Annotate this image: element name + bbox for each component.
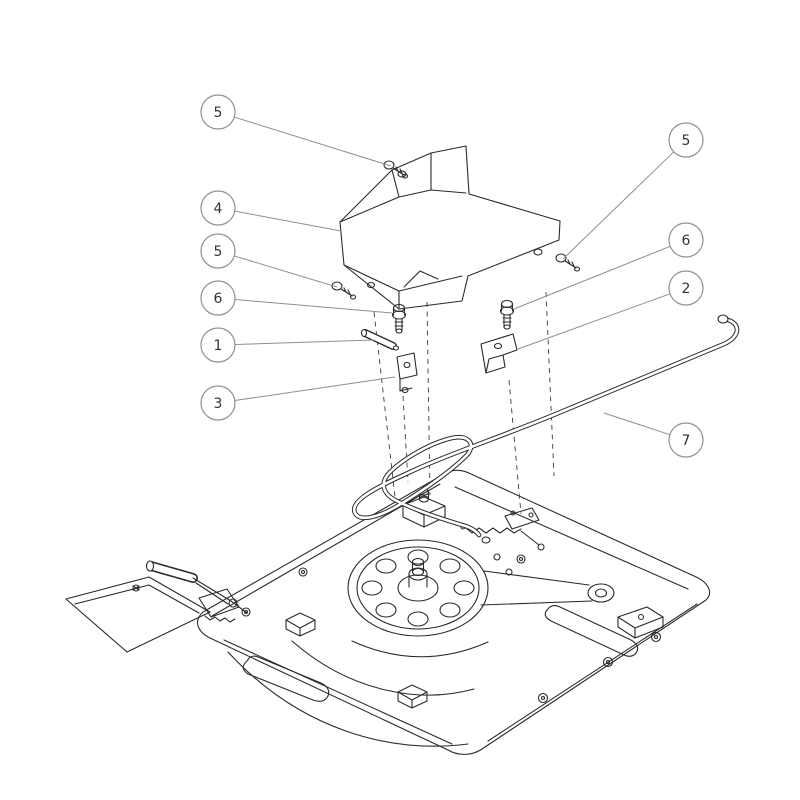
callout-number: 5: [214, 105, 223, 121]
callouts-layer: 5 5 4 6 5 2 6 1 3 7: [200, 94, 704, 458]
screw-part-5: [555, 253, 581, 272]
lever-spring: [204, 615, 236, 623]
callout-number: 1: [214, 338, 223, 354]
belt-and-idler: [480, 570, 615, 606]
alignment-dashed-lines: [373, 291, 555, 515]
callout-leader-2: [517, 293, 671, 350]
bolt-part-6: [499, 299, 515, 330]
deck-skirt-curve: [291, 640, 475, 696]
right-mount-block: [617, 606, 664, 639]
lever-arm: [192, 577, 248, 614]
screw-part-5: [383, 160, 409, 179]
deck-skirt-curve: [227, 651, 469, 747]
callout-circle: [668, 422, 704, 458]
callout-leader-5: [562, 151, 675, 260]
callout-balloon-5-0: 5: [200, 94, 236, 130]
bolt-part-6: [391, 303, 407, 334]
deck-clamp-plate: [504, 507, 540, 530]
callout-balloon-1-7: 1: [200, 327, 236, 363]
blade-curve: [351, 640, 489, 658]
pulley-hub: [397, 574, 439, 602]
idler-pulley: [587, 583, 615, 603]
callout-balloon-5-1: 5: [668, 122, 704, 158]
callout-balloon-2-5: 2: [668, 270, 704, 306]
callout-circle: [200, 233, 236, 269]
deck-flange-line: [211, 483, 441, 617]
callout-number: 4: [214, 201, 223, 217]
callout-circle: [668, 270, 704, 306]
callout-leader-4: [234, 210, 342, 232]
cover-hole: [533, 248, 543, 256]
deck-flange-line: [223, 639, 453, 745]
callout-circle: [668, 222, 704, 258]
callout-number: 5: [682, 133, 691, 149]
pivot-bracket: [198, 588, 240, 618]
main-pulley: [347, 539, 489, 637]
callout-circle: [200, 327, 236, 363]
callout-balloon-7-9: 7: [668, 422, 704, 458]
callout-circle: [200, 280, 236, 316]
callout-balloon-4-2: 4: [200, 190, 236, 226]
cover-hole: [366, 281, 376, 289]
callout-balloon-6-3: 6: [668, 222, 704, 258]
deck-flange-line: [454, 486, 689, 590]
pulley-hole: [407, 611, 429, 627]
callout-leader-3: [234, 376, 396, 402]
callout-leader-1: [234, 339, 375, 345]
callout-balloon-5-4: 5: [200, 233, 236, 269]
deck-outline: [197, 469, 711, 755]
callout-leader-5: [234, 255, 338, 288]
screw-part-5: [331, 281, 357, 300]
callout-circle: [200, 94, 236, 130]
callout-number: 6: [214, 291, 223, 307]
deck-box: [285, 612, 316, 637]
callout-number: 5: [214, 244, 223, 260]
deck-box: [397, 684, 428, 709]
pulley-hole: [439, 558, 461, 574]
callout-leader-6: [513, 245, 671, 310]
deck-bolts: [298, 553, 662, 704]
cable-end-fitting: [717, 314, 729, 324]
pulley-hole: [407, 549, 429, 565]
callout-circle: [668, 122, 704, 158]
callout-balloon-6-6: 6: [200, 280, 236, 316]
pulley-hole: [361, 580, 383, 596]
bracket-part-2: [480, 333, 518, 374]
callout-balloon-3-8: 3: [200, 385, 236, 421]
pulley-hole: [375, 602, 397, 618]
cable-end-fitting: [481, 536, 491, 544]
callout-leader-7: [603, 412, 671, 436]
callout-circle: [200, 190, 236, 226]
cable-part-7: [351, 314, 740, 544]
deck-slot-right: [544, 604, 639, 657]
lever-assembly: [65, 560, 251, 653]
upper-parts: [331, 145, 581, 394]
deck-flange-line: [487, 603, 698, 742]
pulley-hole: [375, 558, 397, 574]
pin-part-1: [360, 328, 400, 351]
callout-number: 6: [682, 233, 691, 249]
callout-leader-6: [234, 298, 393, 314]
cover-bracket-part-4: [339, 145, 561, 310]
pulley-hole: [453, 580, 475, 596]
callout-number: 3: [214, 396, 223, 412]
callout-leader-5: [234, 116, 392, 167]
bracket-part-3: [396, 352, 418, 394]
pulley-shaft: [408, 567, 428, 581]
callout-number: 7: [682, 433, 691, 449]
callout-number: 2: [682, 281, 691, 297]
callout-circle: [200, 385, 236, 421]
deck-slot-left: [242, 655, 330, 702]
pulley-hole: [439, 602, 461, 618]
deflector-plate: [65, 576, 211, 653]
